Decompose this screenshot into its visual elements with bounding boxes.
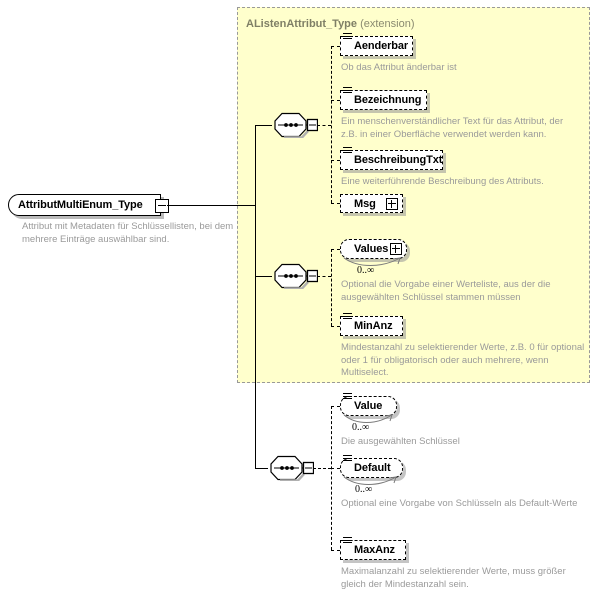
connector-to-maxanz — [331, 550, 340, 551]
connector-sequence-2-out — [317, 276, 331, 277]
attribute-icon — [343, 147, 352, 155]
element-values[interactable]: Values — [340, 239, 407, 259]
extension-base-type-label: AListenAttribut_Type (extension) — [246, 18, 415, 30]
element-label: Aenderbar — [354, 40, 409, 52]
root-type-node[interactable]: AttributMultiEnum_Type — [8, 194, 161, 216]
repeat-indicator-values — [343, 257, 401, 266]
connector-to-minanz — [331, 326, 340, 327]
connector-sequence-1-out — [317, 125, 331, 126]
spine-group-3 — [331, 406, 332, 550]
element-label: Value — [354, 400, 383, 412]
spine-group-2 — [331, 249, 332, 326]
description-maxanz: Maximalanzahl zu selektierender Werte, m… — [341, 566, 566, 590]
element-maxanz[interactable]: MaxAnz — [340, 537, 406, 560]
expand-plus-icon[interactable] — [390, 243, 402, 255]
extension-panel — [237, 7, 590, 383]
element-label: MaxAnz — [354, 544, 395, 556]
connector-to-bezeichnung — [331, 100, 340, 101]
element-label: MinAnz — [354, 320, 393, 332]
connector-main-trunk — [255, 125, 256, 468]
connector-trunk-to-sequence-2 — [255, 276, 272, 277]
description-values: Optional die Vorgabe einer Werteliste, a… — [341, 279, 551, 303]
connector-to-values — [331, 249, 340, 250]
sequence-icon-3[interactable] — [268, 455, 314, 481]
root-collapse-toggle-icon[interactable] — [155, 199, 169, 213]
attribute-icon — [343, 313, 352, 321]
description-aenderbar: Ob das Attribut änderbar ist — [341, 62, 457, 73]
repeat-indicator-default — [343, 476, 397, 485]
cardinality-default: 0..∞ — [355, 484, 373, 495]
connector-to-beschreibungtxt — [331, 160, 340, 161]
connector-to-default — [331, 468, 340, 469]
expand-plus-icon[interactable] — [386, 197, 398, 210]
description-beschreibungtxt: Eine weiterführende Beschreibung des Att… — [341, 176, 544, 187]
connector-trunk-to-sequence-1 — [255, 125, 272, 126]
description-minanz: Mindestanzahl zu selektierender Werte, z… — [341, 342, 585, 378]
element-msg[interactable]: Msg — [340, 194, 403, 213]
repeat-indicator-value — [343, 414, 393, 423]
element-value[interactable]: Value — [340, 393, 397, 416]
element-label: BeschreibungTxt — [354, 154, 443, 166]
description-value: Die ausgewählten Schlüssel — [341, 436, 460, 447]
element-label: Default — [354, 462, 391, 474]
element-minanz[interactable]: MinAnz — [340, 313, 403, 336]
element-label: Bezeichnung — [354, 94, 422, 106]
attribute-icon — [343, 33, 352, 41]
extension-kind-label: (extension) — [360, 18, 415, 30]
sequence-icon-2[interactable] — [272, 263, 318, 289]
root-type-name: AttributMultiEnum_Type — [18, 199, 143, 211]
description-bezeichnung: Ein menschenverständlicher Text für das … — [341, 116, 564, 140]
element-aenderbar[interactable]: Aenderbar — [340, 33, 413, 56]
schema-diagram-canvas: AListenAttribut_Type (extension) Attribu… — [8, 7, 590, 590]
attribute-icon — [343, 87, 352, 95]
attribute-icon — [343, 537, 352, 545]
element-label: Msg — [354, 197, 376, 210]
attribute-icon — [343, 455, 352, 463]
element-bezeichnung[interactable]: Bezeichnung — [340, 87, 427, 110]
sequence-icon-1[interactable] — [272, 112, 318, 138]
connector-to-aenderbar — [331, 46, 340, 47]
attribute-icon — [343, 393, 352, 401]
description-default: Optional eine Vorgabe von Schlüsseln als… — [341, 498, 578, 509]
connector-trunk-to-sequence-3 — [255, 468, 268, 469]
cardinality-value: 0..∞ — [352, 422, 370, 433]
spine-group-1 — [331, 46, 332, 203]
cardinality-values: 0..∞ — [357, 265, 375, 276]
connector-sequence-3-out — [313, 468, 331, 469]
element-default[interactable]: Default — [340, 455, 403, 478]
connector-root-to-trunk — [167, 205, 255, 206]
extension-base-type-name: AListenAttribut_Type — [246, 18, 358, 30]
element-beschreibungtxt[interactable]: BeschreibungTxt — [340, 147, 443, 170]
element-label: Values — [354, 243, 389, 255]
connector-to-value — [331, 406, 340, 407]
connector-to-msg — [331, 203, 340, 204]
root-type-description: Attribut mit Metadaten für Schlüssellist… — [22, 221, 234, 245]
